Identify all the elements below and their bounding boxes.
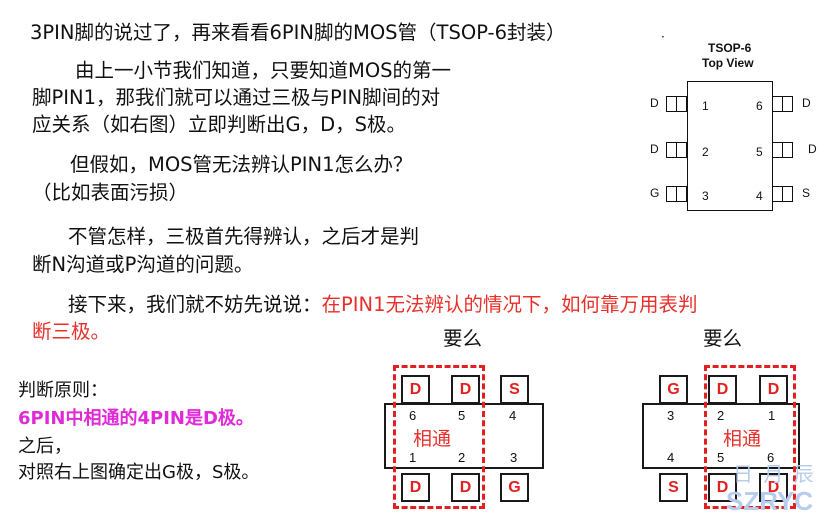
case1-bottom-pin-3: G (500, 473, 529, 502)
para1-line2: 脚PIN1，那我们就可以通过三极与PIN脚间的对 (32, 86, 441, 109)
tsop6-right-pin4-label: S (802, 186, 811, 200)
case2-num-top-1: 3 (667, 408, 675, 423)
para2-line1: 但假如，MOS管无法辨认PIN1怎么办？ (70, 153, 413, 176)
tsop6-body (687, 81, 773, 211)
heading-mark: · (661, 30, 665, 44)
tsop6-right-pin5-num: 5 (756, 145, 763, 159)
tsop6-right-pin6 (772, 96, 796, 112)
case2-caption: 要么 (703, 327, 743, 350)
case1-num-top-3: 4 (509, 408, 517, 423)
para4-line1: 接下来，我们就不妨先说说：在PIN1无法辨认的情况下，如何靠万用表判 (68, 290, 698, 319)
tsop6-left-pin2-label: D (650, 142, 659, 156)
case1-num-top-1: 6 (409, 408, 417, 423)
tsop6-right-pin4-num: 4 (756, 189, 763, 203)
case1-top-pin-2: D (451, 375, 480, 404)
tsop6-left-pin3-num: 3 (702, 189, 709, 203)
principle-last: 对照右上图确定出G极，S极。 (18, 462, 260, 483)
tsop6-right-pin4 (772, 186, 796, 202)
case1-top-pin-1: D (401, 375, 430, 404)
case1-num-top-2: 5 (458, 408, 466, 423)
tsop6-left-pin1-num: 1 (702, 99, 709, 113)
para4-red: 在PIN1无法辨认的情况下，如何靠万用表判 (321, 293, 698, 316)
case2-bottom-pin-1: S (659, 473, 688, 502)
case2-top-pin-2: D (708, 375, 737, 404)
tsop6-left-pin2 (666, 142, 690, 158)
case1-package: D D S D D G 6 5 4 1 2 3 相通 (384, 364, 544, 509)
case1-bottom-pin-2: D (451, 473, 480, 502)
case2-num-bottom-1: 4 (667, 450, 675, 465)
para1-line3: 应关系（如右图）立即判断出G，D，S极。 (32, 113, 407, 136)
case2-num-top-2: 2 (717, 408, 725, 423)
para4-black: 接下来，我们就不妨先说说： (68, 293, 322, 316)
case2-body (642, 403, 800, 469)
tsop6-right-pin6-num: 6 (756, 99, 763, 113)
tsop6-right-pin6-label: D (802, 96, 811, 110)
case2-connected-label: 相通 (723, 428, 762, 450)
case2-num-bottom-2: 5 (717, 450, 725, 465)
case1-connected-outline (393, 365, 485, 509)
para3-line1: 不管怎样，三极首先得辨认，之后才是判 (68, 225, 420, 248)
para2-line2: （比如表面污损） (32, 181, 189, 204)
case2-bottom-pin-3: D (759, 473, 788, 502)
principle-highlight: 6PIN中相通的4PIN是D极。 (18, 408, 254, 429)
case1-bottom-pin-1: D (401, 473, 430, 502)
tsop6-title: TSOP-6 (708, 41, 752, 55)
tsop6-right-pin5 (772, 142, 796, 158)
case1-caption: 要么 (443, 327, 483, 350)
case1-num-bottom-2: 2 (458, 450, 466, 465)
principle-title: 判断原则： (18, 380, 108, 401)
tsop6-subtitle: Top View (702, 56, 754, 70)
case2-connected-outline (704, 365, 796, 509)
tsop6-left-pin1 (666, 96, 690, 112)
case1-top-pin-3: S (500, 375, 529, 404)
case2-num-top-3: 1 (768, 408, 776, 423)
para4-line2: 断三极。 (32, 320, 111, 343)
case1-num-bottom-1: 1 (409, 450, 417, 465)
case2-top-pin-1: G (659, 375, 688, 404)
para3-line2: 断N沟道或P沟道的问题。 (32, 253, 254, 276)
case2-num-bottom-3: 6 (767, 450, 775, 465)
case2-top-pin-3: D (759, 375, 788, 404)
case1-connected-label: 相通 (413, 428, 452, 450)
watermark-logo-cn: 日 月 辰 (733, 462, 816, 486)
tsop6-left-pin3 (666, 186, 690, 202)
tsop6-diagram: TSOP-6 Top View D 1 D 2 G 3 6 D 5 D 4 S (640, 38, 820, 213)
case2-bottom-pin-2: D (708, 473, 737, 502)
case1-num-bottom-3: 3 (510, 450, 518, 465)
principle-after: 之后， (18, 436, 72, 457)
case2-package: G D D S D D 3 2 1 4 5 6 相通 (642, 364, 802, 509)
para1-line1: 由上一小节我们知道，只要知道MOS的第一 (75, 59, 452, 82)
tsop6-left-pin3-label: G (650, 186, 660, 200)
case1-body (384, 403, 544, 469)
tsop6-left-pin1-label: D (650, 96, 659, 110)
heading: 3PIN脚的说过了，再来看看6PIN脚的MOS管（TSOP-6封装） (30, 21, 566, 44)
tsop6-left-pin2-num: 2 (702, 145, 709, 159)
watermark-logo: SZRYC (726, 486, 814, 516)
tsop6-right-pin5-label: D (808, 142, 817, 156)
